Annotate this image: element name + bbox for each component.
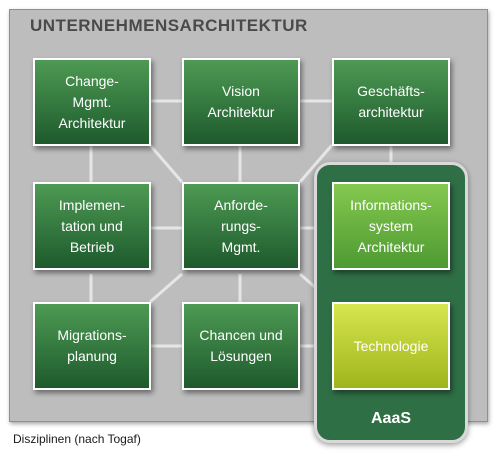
diagram-title: UNTERNEHMENSARCHITEKTUR	[30, 16, 308, 35]
vision-box: Vision Architektur	[182, 58, 300, 146]
implementation-box: Implemen- tation und Betrieb	[33, 182, 151, 270]
aaas-label: AaaS	[370, 410, 412, 427]
technology-box: Technologie	[332, 302, 450, 390]
change-mgmt-box: Change- Mgmt. Architektur	[33, 58, 151, 146]
migration-planning-box: Migrations- planung	[33, 302, 151, 390]
business-architecture-box: Geschäfts- architektur	[332, 58, 450, 146]
requirements-mgmt-box: Anforde- rungs- Mgmt.	[182, 182, 300, 270]
information-system-box: Informations- system Architektur	[332, 182, 450, 270]
figure-caption: Disziplinen (nach Togaf)	[13, 432, 141, 446]
opportunities-solutions-box: Chancen und Lösungen	[182, 302, 300, 390]
